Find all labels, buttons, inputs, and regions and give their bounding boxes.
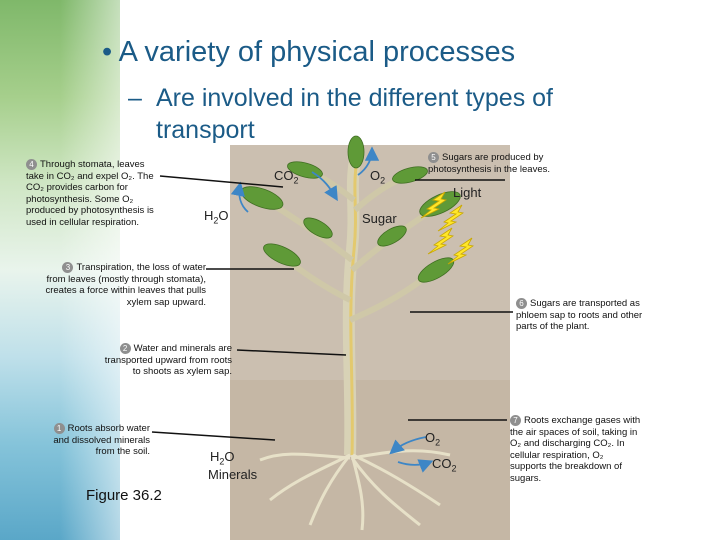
label-co2-root: CO2 xyxy=(432,456,457,474)
figure-label: Figure 36.2 xyxy=(86,487,162,504)
label-h2o-root: H2O xyxy=(210,449,235,467)
label-h2o-leaf: H2O xyxy=(204,208,229,226)
step-5-badge: 5 xyxy=(428,152,439,163)
subtitle-dash: – xyxy=(128,84,142,112)
label-light: Light xyxy=(453,185,482,200)
plant-leaves xyxy=(240,135,461,283)
step-2-badge: 2 xyxy=(119,343,131,354)
step-1-badge: 1 xyxy=(53,423,65,434)
slide-title: • A variety of physical processes xyxy=(102,36,515,69)
callout-7-text: Roots exchange gases with the air spaces… xyxy=(510,415,641,484)
slide-subtitle: – Are involved in the different types of… xyxy=(128,82,648,146)
plant-stem xyxy=(342,159,361,456)
label-sugar: Sugar xyxy=(362,211,397,226)
label-o2-root: O2 xyxy=(425,430,441,448)
callout-4-text: Through stomata, leaves take in CO₂ and … xyxy=(26,159,154,228)
label-minerals: Minerals xyxy=(208,467,258,482)
step-4-badge: 4 xyxy=(26,159,37,170)
callout-1-text: Roots absorb water and dissolved mineral… xyxy=(53,423,150,457)
step-3-badge: 3 xyxy=(62,262,74,273)
slide-background-fade xyxy=(60,0,260,540)
plant-roots xyxy=(259,449,451,531)
step-6-badge: 6 xyxy=(516,298,527,309)
gas-arrows xyxy=(230,146,434,473)
callout-2-text: Water and minerals are transported upwar… xyxy=(104,343,232,377)
callout-pointer-lines xyxy=(151,175,513,441)
title-text: A variety of physical processes xyxy=(118,36,516,68)
phloem-strand xyxy=(349,159,359,456)
title-bullet: • xyxy=(102,36,113,68)
subtitle-text: Are involved in the different types of t… xyxy=(156,84,553,144)
callout-6-text: Sugars are transported as phloem sap to … xyxy=(516,298,643,332)
soil-lower xyxy=(230,380,510,540)
sunlight-rays xyxy=(420,191,475,265)
callout-3-text: Transpiration, the loss of water from le… xyxy=(45,262,206,308)
label-co2-leaf: CO2 xyxy=(274,168,299,186)
label-o2-leaf: O2 xyxy=(370,168,386,186)
step-7-badge: 7 xyxy=(510,415,521,426)
callout-5-text: Sugars are produced by photosynthesis in… xyxy=(428,152,550,175)
